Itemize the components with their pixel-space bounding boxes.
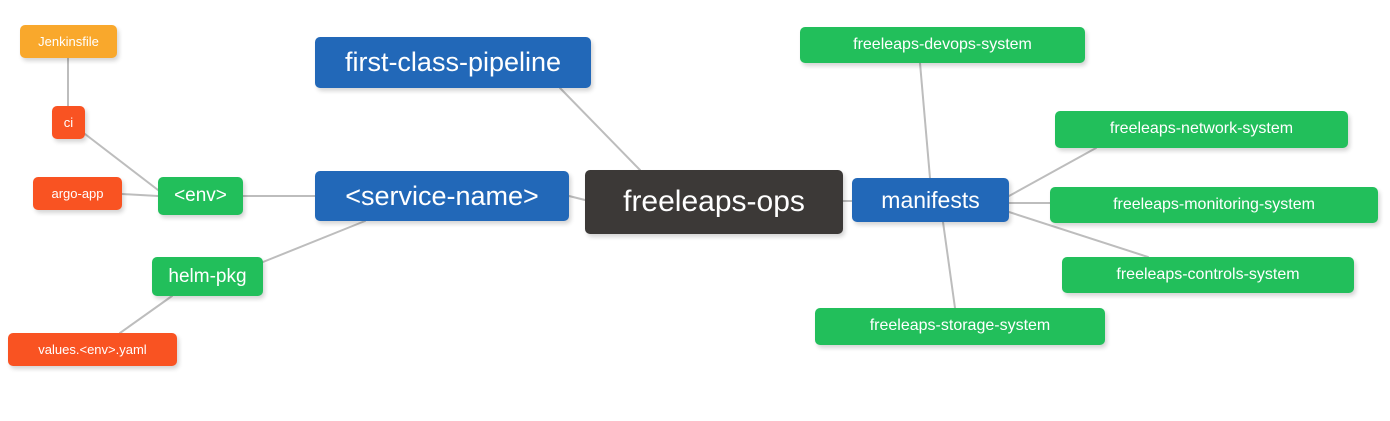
node-freeleaps-devops-system[interactable]: freeleaps-devops-system — [800, 27, 1085, 63]
edge-freeleaps-ops-to-service-name — [568, 195, 586, 201]
node-env[interactable]: <env> — [158, 177, 243, 215]
node-label-jenkinsfile: Jenkinsfile — [38, 33, 99, 49]
node-freeleaps-ops[interactable]: freeleaps-ops — [585, 170, 843, 234]
node-manifests[interactable]: manifests — [852, 178, 1009, 222]
node-label-freeleaps-storage-system: freeleaps-storage-system — [869, 317, 1051, 335]
edge-freeleaps-ops-to-first-class-pipeline — [559, 87, 641, 171]
node-service-name[interactable]: <service-name> — [315, 171, 569, 221]
node-label-first-class-pipeline: first-class-pipeline — [344, 47, 562, 78]
edge-manifests-to-freeleaps-devops-system — [919, 62, 931, 179]
node-freeleaps-monitoring-system[interactable]: freeleaps-monitoring-system — [1050, 187, 1378, 223]
edge-manifests-to-freeleaps-storage-system — [942, 221, 956, 309]
node-label-helm-pkg: helm-pkg — [168, 265, 247, 287]
edge-service-name-to-helm-pkg — [262, 220, 366, 263]
node-jenkinsfile[interactable]: Jenkinsfile — [20, 25, 117, 58]
node-label-values-env-yaml: values.<env>.yaml — [38, 341, 147, 357]
node-first-class-pipeline[interactable]: first-class-pipeline — [315, 37, 591, 88]
node-label-freeleaps-network-system: freeleaps-network-system — [1109, 120, 1294, 138]
node-ci[interactable]: ci — [52, 106, 85, 139]
node-label-ci: ci — [63, 114, 74, 130]
edge-helm-pkg-to-values-env-yaml — [119, 295, 173, 334]
node-label-argo-app: argo-app — [51, 185, 104, 201]
node-label-manifests: manifests — [881, 186, 980, 213]
node-label-freeleaps-ops: freeleaps-ops — [623, 185, 805, 219]
node-freeleaps-storage-system[interactable]: freeleaps-storage-system — [815, 308, 1105, 345]
node-freeleaps-network-system[interactable]: freeleaps-network-system — [1055, 111, 1348, 148]
node-label-freeleaps-monitoring-system: freeleaps-monitoring-system — [1113, 195, 1315, 213]
node-argo-app[interactable]: argo-app — [33, 177, 122, 210]
node-helm-pkg[interactable]: helm-pkg — [152, 257, 263, 296]
node-label-env: <env> — [174, 185, 227, 207]
node-label-freeleaps-controls-system: freeleaps-controls-system — [1116, 265, 1300, 283]
edge-env-to-argo-app — [121, 193, 159, 197]
node-label-service-name: <service-name> — [345, 180, 539, 211]
node-label-freeleaps-devops-system: freeleaps-devops-system — [853, 35, 1032, 53]
node-freeleaps-controls-system[interactable]: freeleaps-controls-system — [1062, 257, 1354, 293]
node-values-env-yaml[interactable]: values.<env>.yaml — [8, 333, 177, 366]
